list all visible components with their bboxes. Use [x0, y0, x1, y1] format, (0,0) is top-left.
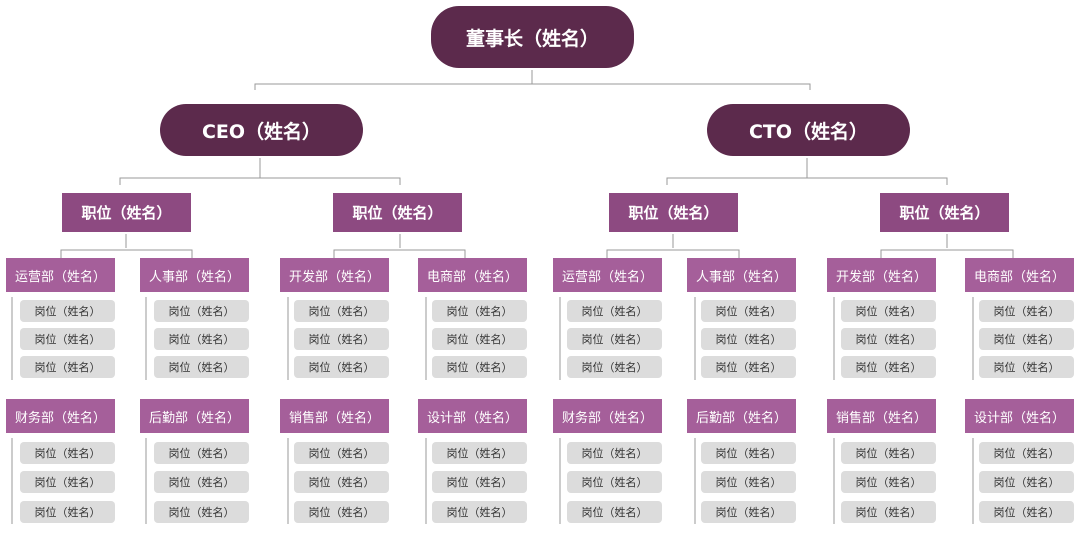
post-node: 岗位（姓名） [841, 300, 936, 322]
post-node: 岗位（姓名） [841, 501, 936, 523]
department-node: 财务部（姓名） [553, 399, 662, 433]
post-node: 岗位（姓名） [701, 471, 796, 493]
department-node: 运营部（姓名） [553, 258, 662, 292]
post-node: 岗位（姓名） [701, 328, 796, 350]
post-node: 岗位（姓名） [20, 471, 115, 493]
post-node: 岗位（姓名） [432, 501, 527, 523]
department-node: 人事部（姓名） [687, 258, 796, 292]
post-node: 岗位（姓名） [841, 328, 936, 350]
department-node: 财务部（姓名） [6, 399, 115, 433]
department-node: 运营部（姓名） [6, 258, 115, 292]
post-node: 岗位（姓名） [294, 328, 389, 350]
post-node: 岗位（姓名） [979, 328, 1074, 350]
post-node: 岗位（姓名） [979, 501, 1074, 523]
department-node: 电商部（姓名） [418, 258, 527, 292]
department-node: 销售部（姓名） [280, 399, 389, 433]
post-node: 岗位（姓名） [154, 442, 249, 464]
post-node: 岗位（姓名） [567, 356, 662, 378]
post-node: 岗位（姓名） [294, 300, 389, 322]
post-node: 岗位（姓名） [154, 471, 249, 493]
post-node: 岗位（姓名） [294, 356, 389, 378]
post-node: 岗位（姓名） [567, 442, 662, 464]
post-node: 岗位（姓名） [154, 356, 249, 378]
post-node: 岗位（姓名） [432, 300, 527, 322]
post-node: 岗位（姓名） [294, 471, 389, 493]
post-node: 岗位（姓名） [154, 328, 249, 350]
post-node: 岗位（姓名） [841, 442, 936, 464]
department-node: 设计部（姓名） [418, 399, 527, 433]
post-node: 岗位（姓名） [567, 501, 662, 523]
post-node: 岗位（姓名） [701, 300, 796, 322]
post-node: 岗位（姓名） [294, 501, 389, 523]
post-node: 岗位（姓名） [979, 356, 1074, 378]
post-node: 岗位（姓名） [567, 471, 662, 493]
post-node: 岗位（姓名） [979, 442, 1074, 464]
department-node: 电商部（姓名） [965, 258, 1074, 292]
post-node: 岗位（姓名） [154, 300, 249, 322]
department-node: 后勤部（姓名） [140, 399, 249, 433]
post-node: 岗位（姓名） [432, 471, 527, 493]
department-node: 开发部（姓名） [280, 258, 389, 292]
role-node: 职位（姓名） [880, 193, 1009, 232]
post-node: 岗位（姓名） [979, 300, 1074, 322]
role-node: 职位（姓名） [609, 193, 738, 232]
post-node: 岗位（姓名） [294, 442, 389, 464]
post-node: 岗位（姓名） [20, 300, 115, 322]
post-node: 岗位（姓名） [567, 328, 662, 350]
role-node: 职位（姓名） [333, 193, 462, 232]
post-node: 岗位（姓名） [841, 471, 936, 493]
chairman-node: 董事长（姓名） [431, 6, 634, 68]
post-node: 岗位（姓名） [701, 442, 796, 464]
department-node: 后勤部（姓名） [687, 399, 796, 433]
post-node: 岗位（姓名） [701, 501, 796, 523]
post-node: 岗位（姓名） [432, 356, 527, 378]
cto-node: CTO（姓名） [707, 104, 910, 156]
department-node: 开发部（姓名） [827, 258, 936, 292]
post-node: 岗位（姓名） [432, 328, 527, 350]
ceo-node: CEO（姓名） [160, 104, 363, 156]
role-node: 职位（姓名） [62, 193, 191, 232]
post-node: 岗位（姓名） [841, 356, 936, 378]
post-node: 岗位（姓名） [979, 471, 1074, 493]
post-node: 岗位（姓名） [20, 442, 115, 464]
post-node: 岗位（姓名） [20, 356, 115, 378]
post-node: 岗位（姓名） [701, 356, 796, 378]
post-node: 岗位（姓名） [20, 328, 115, 350]
department-node: 人事部（姓名） [140, 258, 249, 292]
post-node: 岗位（姓名） [20, 501, 115, 523]
post-node: 岗位（姓名） [567, 300, 662, 322]
post-node: 岗位（姓名） [154, 501, 249, 523]
department-node: 销售部（姓名） [827, 399, 936, 433]
department-node: 设计部（姓名） [965, 399, 1074, 433]
post-node: 岗位（姓名） [432, 442, 527, 464]
